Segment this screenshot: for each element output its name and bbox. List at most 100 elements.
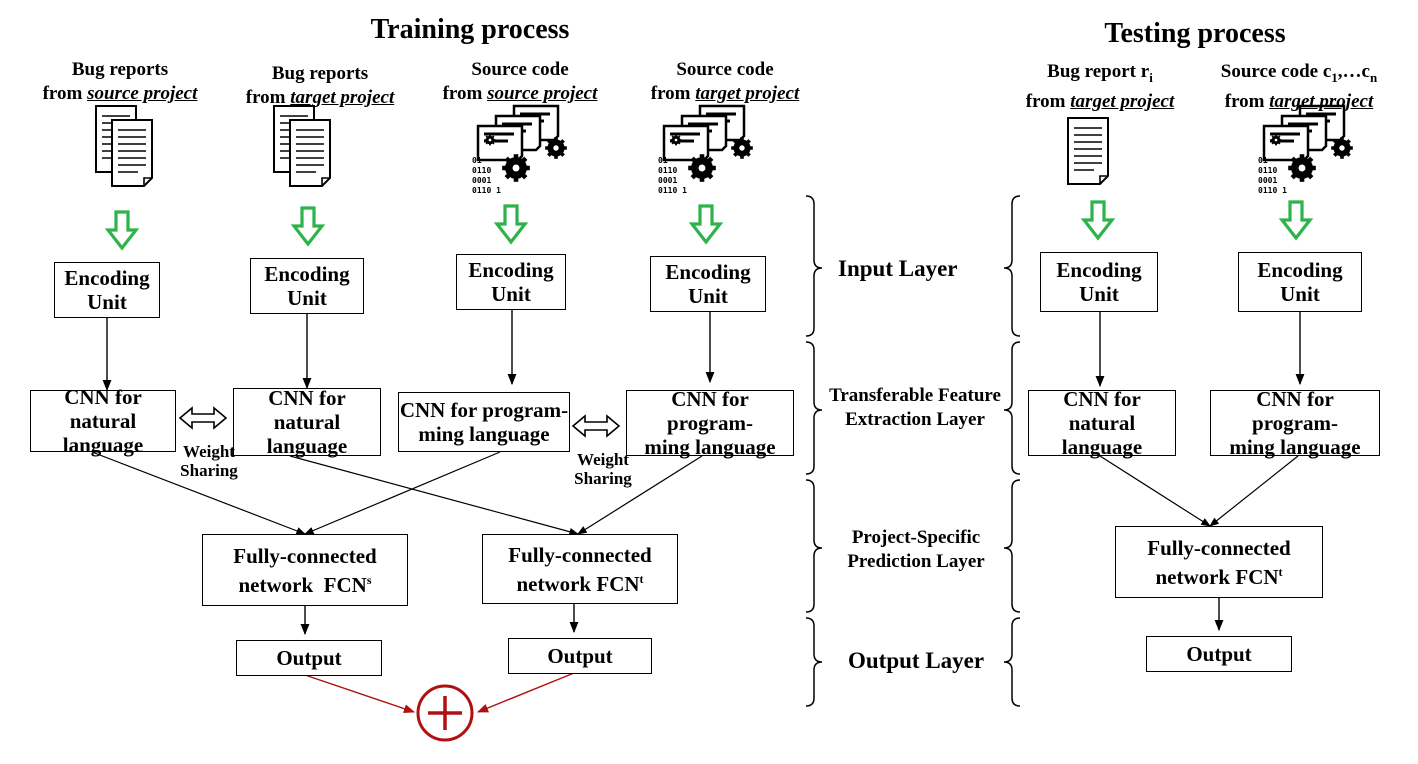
input-label-bug-reports-target: Bug reports from target project — [225, 62, 415, 110]
document-stack-icon — [273, 105, 331, 187]
cnn-programming-language-box: CNN for program-ming language — [626, 387, 794, 459]
input-label-line2: from target project — [630, 82, 820, 106]
input-label-source-code-source: Source code from source project — [420, 58, 620, 106]
layer-braces-testing — [1003, 195, 1021, 707]
binary-line-2: 0110 — [472, 166, 491, 175]
encoding-unit-label: Unit — [287, 286, 327, 310]
output-layer-label: Output Layer — [848, 648, 985, 673]
cnn-label: ming language — [418, 422, 550, 446]
input-label-line2: from source project — [420, 82, 620, 106]
input-label-subscript: i — [1149, 69, 1153, 85]
fcn-label: Fully-connected — [233, 543, 377, 568]
input-label-line2: from source project — [30, 82, 210, 106]
input-label-prefix: from — [42, 83, 88, 104]
cnn-programming-language-box: CNN for program-ming language — [398, 392, 570, 452]
green-down-arrow-icon — [1082, 200, 1114, 240]
weight-sharing-text: Sharing — [180, 461, 238, 480]
input-arrows — [106, 200, 1312, 250]
transferable-feature-extraction-layer-label: Transferable Feature Extraction Layer — [826, 384, 1004, 432]
weight-sharing-text: Sharing — [574, 469, 632, 488]
fcn-label-text: network FCN — [516, 571, 640, 596]
cnn-label: CNN for natural — [1063, 387, 1141, 435]
cnn-label: CNN for natural — [268, 386, 346, 434]
green-down-arrow-icon — [292, 206, 324, 246]
input-label-prefix: from — [1025, 90, 1071, 112]
cnn-label: ming language — [1229, 435, 1361, 459]
input-label-subscript: 1 — [1331, 69, 1338, 85]
input-label-line1: Bug reports — [271, 63, 369, 84]
input-label-line1: Bug report ri — [1010, 60, 1190, 90]
cnn-label: CNN for program- — [399, 398, 569, 422]
input-label-project: target project — [290, 87, 395, 108]
input-label-line1: Source code — [471, 59, 569, 80]
input-label-subscript: n — [1369, 69, 1378, 85]
fcn-label: Fully-connected — [508, 542, 652, 567]
cnn-label: language — [1061, 435, 1143, 459]
fcn-superscript: t — [639, 571, 644, 586]
input-label-source-code-c1-cn: Source code c1,…cn from target project — [1194, 60, 1404, 114]
encoding-unit-label: Encoding — [468, 258, 554, 282]
weight-sharing-text: Weight — [577, 450, 629, 469]
layer-label-text: Project-Specific — [851, 527, 981, 548]
cnn-to-fcn-arrows — [91, 451, 1299, 536]
weight-sharing-text: Weight — [183, 442, 235, 461]
binary-line-4: 0110 1 — [472, 186, 501, 195]
input-label-bug-report-ri: Bug report ri from target project — [1010, 60, 1190, 114]
encoding-unit-label: Encoding — [264, 262, 350, 286]
encoding-unit-label: Encoding — [1257, 258, 1343, 282]
testing-process-title: Testing process — [1104, 18, 1286, 49]
encoding-to-cnn-arrows — [102, 310, 1305, 392]
cnn-programming-language-box: CNN for program-ming language — [1210, 387, 1380, 459]
binary-line-4: 0110 1 — [658, 186, 687, 195]
layer-braces-training — [805, 195, 823, 707]
encoding-unit-label: Encoding — [64, 266, 150, 290]
fcn-superscript: s — [366, 572, 372, 587]
input-label-prefix: from — [1224, 90, 1270, 112]
cnn-label: CNN for program- — [1252, 387, 1338, 435]
cnn-label: language — [62, 433, 144, 457]
weight-sharing-label: Weight Sharing — [566, 450, 640, 488]
green-down-arrow-icon — [690, 204, 722, 244]
input-label-project: target project — [1070, 90, 1175, 112]
input-label-text: Source code c — [1220, 61, 1332, 82]
fcn-superscript: t — [1278, 564, 1283, 579]
input-label-project: target project — [1269, 90, 1374, 112]
input-label-bug-reports-source: Bug reports from source project — [30, 58, 210, 106]
input-label-text: Bug report r — [1047, 61, 1150, 82]
encoding-unit-label: Unit — [688, 284, 728, 308]
output-label: Output — [276, 646, 342, 670]
input-label-project: source project — [87, 83, 198, 104]
fcn-to-output-arrows — [300, 598, 1224, 636]
fcn-label-text: network FCN — [1155, 564, 1279, 589]
binary-line-1: 01 — [658, 156, 668, 165]
input-label-line2: from target project — [1194, 90, 1404, 114]
binary-line-4: 0110 1 — [1258, 186, 1287, 195]
input-label-project: source project — [487, 83, 598, 104]
input-label-line1: Source code c1,…cn — [1194, 60, 1404, 90]
binary-digits: 01 0110 0001 0110 1 01 0110 0001 0110 1 … — [472, 156, 1287, 195]
green-down-arrow-icon — [495, 204, 527, 244]
encoding-unit-label: Encoding — [1056, 258, 1142, 282]
fcn-target-box: Fully-connected network FCNt — [482, 534, 678, 604]
binary-line-2: 0110 — [1258, 166, 1277, 175]
weight-sharing-double-arrow-icon — [571, 414, 621, 438]
fcn-label: network FCNs — [233, 568, 376, 597]
cnn-label: language — [266, 434, 348, 458]
output-to-combine-arrows — [304, 672, 575, 714]
combine-plus-icon — [416, 684, 474, 742]
input-label-line1: Bug reports — [71, 59, 169, 80]
output-box: Output — [236, 640, 382, 676]
green-down-arrow-icon — [1280, 200, 1312, 240]
output-label: Output — [1186, 642, 1252, 666]
output-box: Output — [508, 638, 652, 674]
weight-sharing-label: Weight Sharing — [172, 442, 246, 480]
cnn-label: CNN for natural — [64, 385, 142, 433]
input-label-prefix: from — [650, 83, 696, 104]
